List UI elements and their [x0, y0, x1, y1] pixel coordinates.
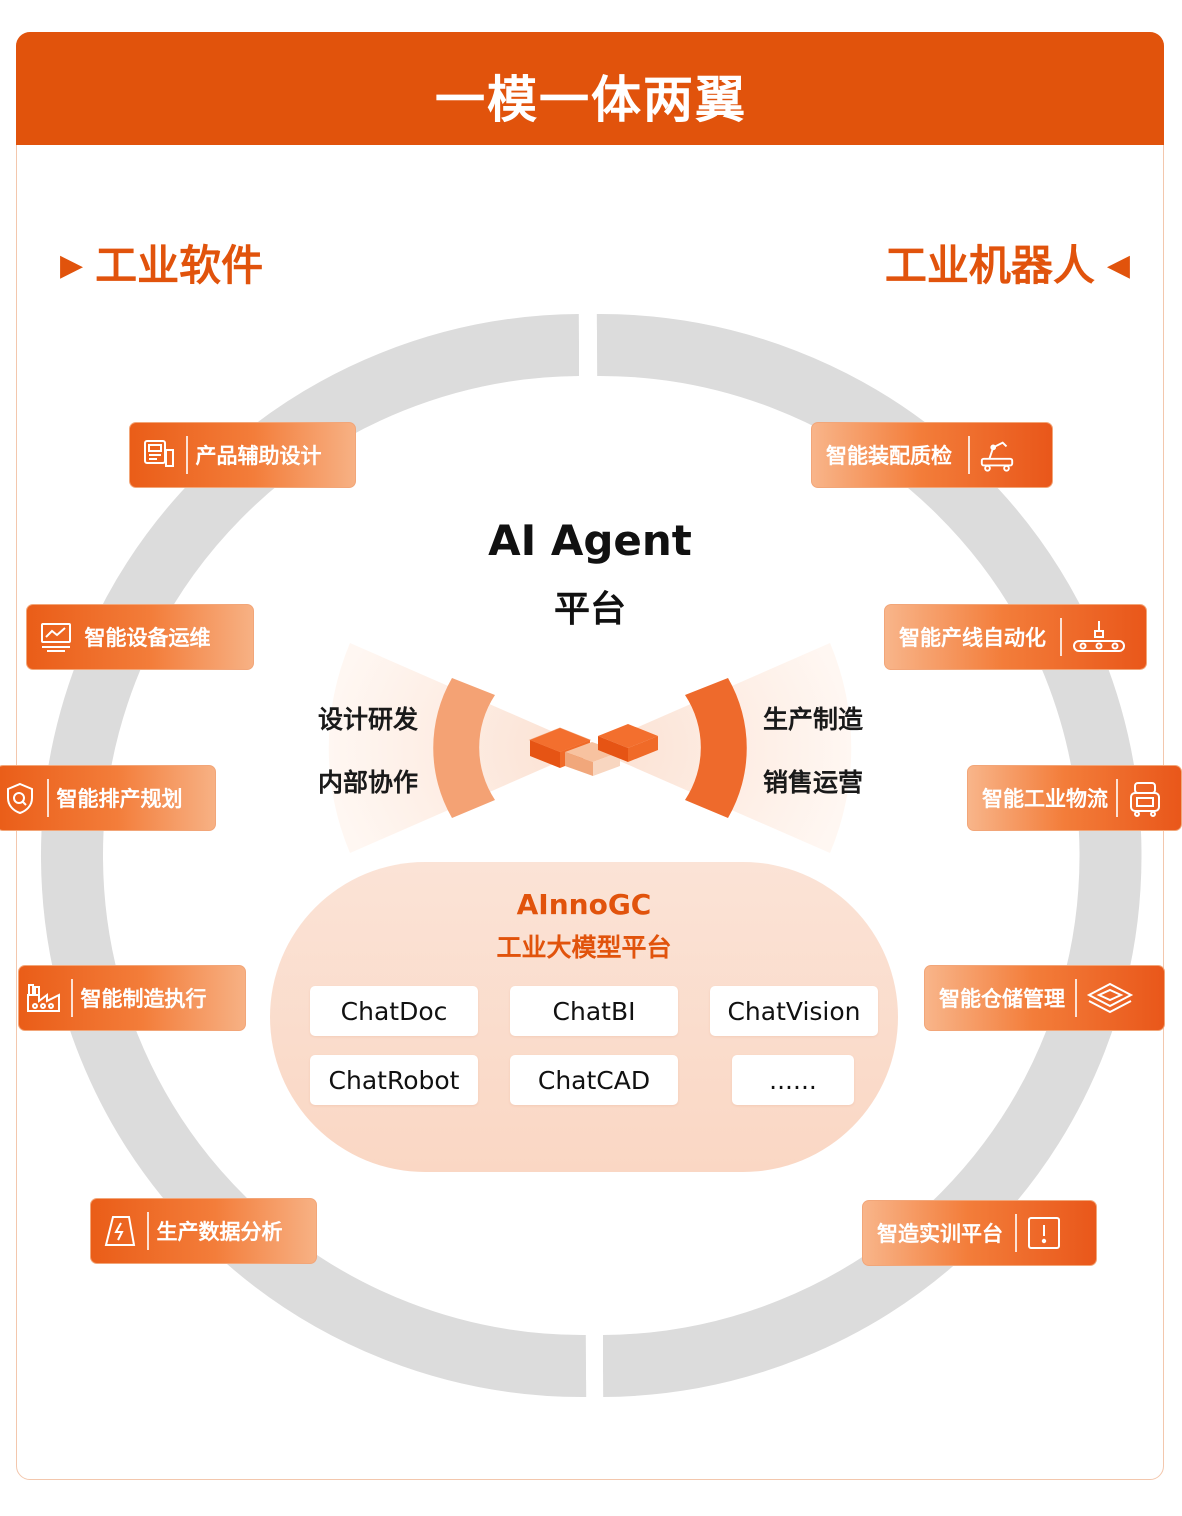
tag-label: 产品辅助设计	[195, 444, 322, 468]
chip-more: ......	[732, 1055, 854, 1105]
chip-chatcad: ChatCAD	[510, 1055, 678, 1105]
tag-label: 生产数据分析	[156, 1220, 283, 1244]
bowtie-label-collab: 内部协作	[318, 768, 419, 797]
triangle-right-icon: ▶	[60, 248, 84, 283]
tag-equipment-maintenance: 智能设备运维	[26, 604, 254, 670]
bowtie-label-sales: 销售运营	[763, 768, 864, 797]
left-wing-label: 工业软件	[95, 241, 264, 290]
left-band	[433, 678, 495, 818]
conveyor-icon	[1070, 618, 1128, 656]
chip-chatrobot: ChatRobot	[310, 1055, 478, 1105]
tag-label: 智能排产规划	[56, 787, 183, 811]
design-panel-icon	[140, 436, 178, 474]
chip-chatbi: ChatBI	[510, 986, 678, 1036]
chip-chatdoc: ChatDoc	[310, 986, 478, 1036]
agent-platform-subtitle: 平台	[553, 589, 626, 630]
page-title: 一模一体两翼	[435, 71, 747, 129]
tag-production-scheduling: 智能排产规划	[0, 765, 216, 831]
title-banner	[16, 32, 1164, 145]
agv-robot-icon	[1126, 779, 1164, 817]
tag-label: 智能制造执行	[80, 987, 207, 1011]
tag-product-design: 产品辅助设计	[129, 422, 356, 488]
tag-label: 智能工业物流	[982, 787, 1108, 811]
model-platform-name: AInnoGC	[516, 888, 652, 921]
right-wing-label: 工业机器人	[884, 241, 1095, 290]
bowtie-label-design: 设计研发	[318, 705, 419, 734]
tag-label: 智能产线自动化	[899, 626, 1046, 650]
ring-right-half	[596, 313, 1142, 1397]
robot-arm-icon	[978, 436, 1016, 474]
lightning-doc-icon	[101, 1212, 139, 1250]
tag-manufacturing-execution: 智能制造执行	[18, 965, 246, 1031]
tag-line-automation: 智能产线自动化	[884, 604, 1147, 670]
shield-search-icon	[1, 779, 39, 817]
model-platform-subtitle: 工业大模型平台	[496, 933, 672, 962]
bowtie-label-manufacturing: 生产制造	[763, 705, 864, 734]
chip-stack-icon	[1085, 979, 1135, 1017]
factory-icon	[25, 979, 63, 1017]
tag-industrial-logistics: 智能工业物流	[967, 765, 1182, 831]
triangle-left-icon: ◀	[1106, 248, 1130, 283]
right-wing-title: 工业机器人 ◀	[885, 232, 1130, 293]
cube-logo-icon	[528, 724, 658, 776]
tag-production-data-analysis: 生产数据分析	[90, 1198, 317, 1264]
ring-left-half	[41, 314, 587, 1398]
tag-assembly-inspection: 智能装配质检	[811, 422, 1053, 488]
alert-panel-icon	[1025, 1214, 1063, 1252]
chip-chatvision: ChatVision	[710, 986, 878, 1036]
tag-label: 智能设备运维	[84, 626, 211, 650]
tag-label: 智造实训平台	[877, 1222, 1003, 1246]
tag-label: 智能仓储管理	[939, 987, 1065, 1011]
monitor-chart-icon	[37, 618, 75, 656]
left-wing-title: ▶ 工业软件	[60, 232, 263, 293]
tag-label: 智能装配质检	[826, 444, 952, 468]
tag-training-platform: 智造实训平台	[862, 1200, 1097, 1266]
tag-warehouse-management: 智能仓储管理	[924, 965, 1165, 1031]
agent-platform-title: AI Agent	[488, 516, 692, 565]
right-band	[685, 678, 747, 818]
